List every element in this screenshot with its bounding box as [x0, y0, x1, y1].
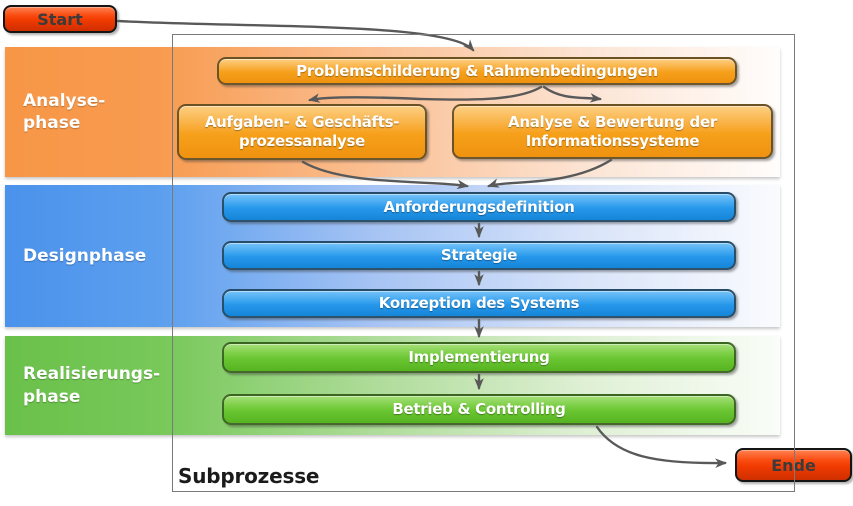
process-problemschilderung-rahmenbedingungen: Problemschilderung & Rahmenbedingungen: [217, 57, 737, 85]
phase-label-analysephase: Analyse- phase: [23, 90, 106, 133]
arrow-start-to-problemschilderung: [116, 19, 475, 52]
process-strategie: Strategie: [222, 241, 736, 270]
phase-label-realisierungsphase: Realisierungs- phase: [23, 364, 161, 407]
process-betrieb-controlling: Betrieb & Controlling: [222, 394, 736, 425]
process-aufgaben-geschaeftsprozessanalyse: Aufgaben- & Geschäfts- prozessanalyse: [177, 104, 427, 160]
process-konzeption-des-systems: Konzeption des Systems: [222, 289, 736, 318]
process-anforderungsdefinition: Anforderungsdefinition: [222, 192, 736, 222]
start-terminator: Start: [3, 5, 117, 33]
start-label: Start: [37, 9, 83, 29]
process-implementierung: Implementierung: [222, 342, 736, 373]
subprocess-title: Subprozesse: [178, 464, 320, 488]
process-analyse-bewertung-informationssysteme: Analyse & Bewertung der Informationssyst…: [452, 104, 773, 159]
phase-label-designphase: Designphase: [23, 245, 147, 266]
end-label: Ende: [771, 455, 816, 475]
end-terminator: Ende: [735, 448, 852, 482]
